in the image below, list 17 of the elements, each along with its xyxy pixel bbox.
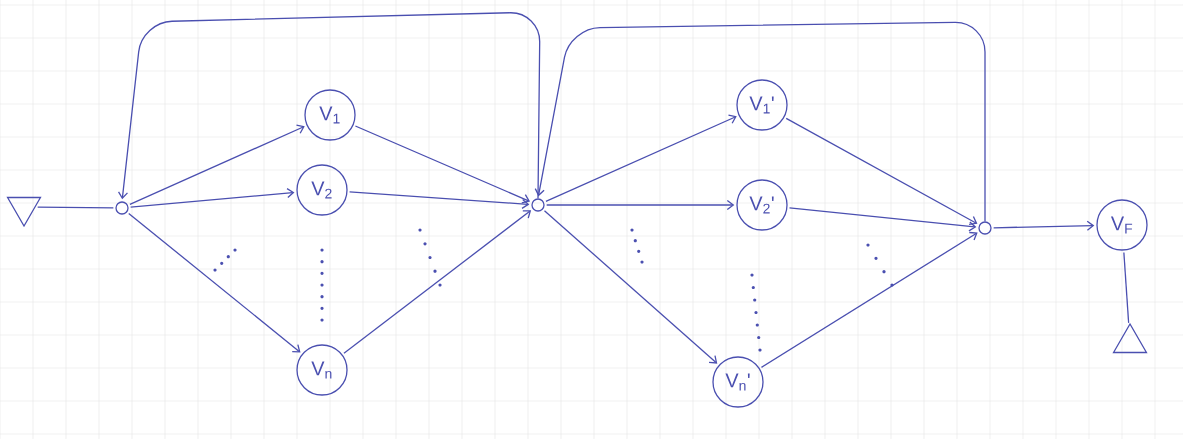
arrow	[129, 124, 305, 206]
line	[1123, 251, 1130, 324]
arrow	[534, 21, 986, 222]
arrow	[343, 210, 532, 354]
arrow	[354, 125, 531, 204]
arrow	[348, 191, 530, 210]
arrow	[129, 188, 295, 208]
arrow	[128, 212, 301, 353]
line	[37, 206, 114, 209]
arrow	[788, 207, 977, 232]
arrow	[785, 117, 978, 225]
arrow	[760, 231, 978, 368]
arrow	[117, 12, 541, 200]
arrow	[545, 114, 737, 203]
arrow	[546, 199, 735, 211]
arrow	[543, 210, 718, 364]
arrow	[993, 220, 1095, 231]
